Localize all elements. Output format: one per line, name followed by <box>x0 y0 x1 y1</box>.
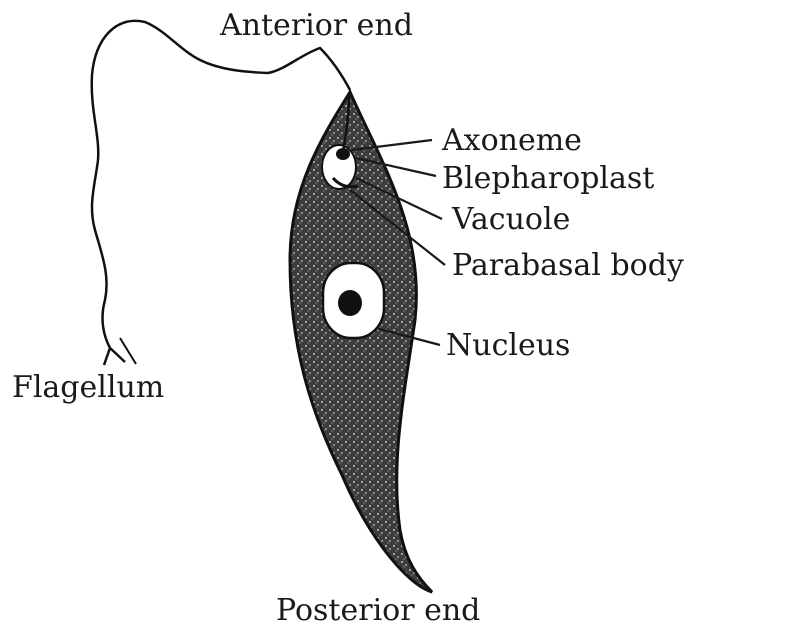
vacuole-label: Vacuole <box>451 202 570 237</box>
flagellum-tip-branch-1 <box>104 348 110 365</box>
nucleolus <box>338 290 362 316</box>
flagellum-tip-branch-2 <box>110 348 125 362</box>
cell-body <box>290 92 432 592</box>
axoneme-label: Axoneme <box>441 123 582 158</box>
anterior-end-label: Anterior end <box>219 8 413 43</box>
flagellum-label: Flagellum <box>12 370 164 405</box>
cell-body-outline <box>290 92 432 592</box>
nucleus <box>323 263 384 338</box>
parabasal-body-label: Parabasal body <box>452 248 684 283</box>
posterior-end-label: Posterior end <box>276 593 480 628</box>
blepharoplast-label: Blepharoplast <box>442 161 654 196</box>
nucleus-label: Nucleus <box>446 328 570 363</box>
